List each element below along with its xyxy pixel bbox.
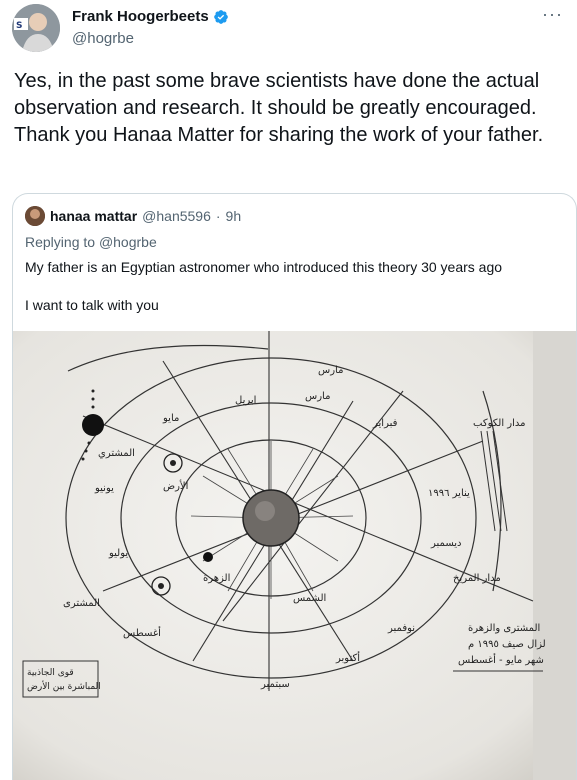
replying-to-handle[interactable]: @hogrbe — [98, 234, 157, 250]
label-planet-orbit: مدار الكوكب — [473, 418, 526, 429]
paper-edge — [533, 331, 576, 780]
more-options-icon[interactable]: ··· — [542, 4, 563, 24]
quoted-author-name[interactable]: hanaa mattar — [50, 208, 138, 224]
attached-photo[interactable]: مارس مارس ابريل مايو فبراير يونيو يناير … — [13, 331, 576, 780]
earth-planet-2 — [151, 576, 171, 596]
label-january: يناير ١٩٩٦ — [428, 488, 470, 499]
venus-planet — [203, 552, 213, 562]
label-november: نوفمبر — [387, 623, 415, 634]
label-jupiter-2: المشترى — [63, 598, 100, 609]
diagram-labels: مارس مارس ابريل مايو فبراير يونيو يناير … — [63, 365, 526, 690]
replying-to-prefix: Replying to — [25, 234, 96, 250]
note-right: المشترى والزهرة لزال صيف ١٩٩٥ م شهر مايو… — [453, 623, 546, 672]
verified-badge-icon — [213, 9, 229, 25]
dotted-trail — [81, 389, 95, 461]
middle-orbit — [120, 402, 422, 634]
label-august: أغسطس — [123, 626, 161, 639]
author-handle[interactable]: @hogrbe — [72, 30, 134, 47]
quoted-tweet-header: hanaa mattar @han5596 · 9h — [25, 206, 241, 226]
label-april: ابريل — [235, 395, 256, 406]
outer-orbit — [65, 357, 477, 679]
svg-text:لزال صيف ١٩٩٥ م: لزال صيف ١٩٩٥ م — [468, 639, 546, 650]
label-mars-orbit: مدار المريخ — [453, 573, 501, 584]
label-venus: الزهرة — [203, 573, 230, 584]
label-september: سبتمبر — [260, 679, 290, 690]
earth-planet-1 — [163, 453, 183, 473]
svg-text:المشترى والزهرة: المشترى والزهرة — [468, 623, 540, 634]
label-february: فبراير — [372, 418, 398, 429]
tweet-text: Yes, in the past some brave scientists h… — [14, 70, 544, 146]
label-sun: الشمس — [293, 593, 326, 604]
author-avatar[interactable]: S — [12, 4, 60, 52]
svg-text:شهر مايو - أغسطس: شهر مايو - أغسطس — [458, 653, 544, 666]
note-left: قوى الجاذبية المباشرة بين الأرض — [22, 660, 101, 698]
quoted-author-avatar[interactable] — [25, 206, 45, 226]
svg-text:المباشرة بين الأرض: المباشرة بين الأرض — [27, 680, 101, 692]
label-earth: الأرض — [163, 479, 188, 492]
orbital-diagram: مارس مارس ابريل مايو فبراير يونيو يناير … — [13, 331, 576, 780]
label-december: ديسمبر — [430, 538, 461, 549]
label-march-2: مارس — [305, 391, 330, 402]
jupiter-planet — [82, 414, 104, 436]
quoted-separator: · — [215, 208, 221, 224]
svg-text:S: S — [16, 21, 22, 31]
quoted-tweet[interactable]: hanaa mattar @han5596 · 9h Replying to @… — [12, 193, 577, 780]
label-october: أكتوبر — [335, 651, 360, 664]
label-may: مايو — [162, 413, 179, 424]
replying-to: Replying to @hogrbe — [25, 234, 157, 250]
author-name-row: Frank Hoogerbeets — [72, 8, 229, 25]
quoted-tweet-text-2: I want to talk with you — [25, 297, 159, 313]
quoted-timestamp[interactable]: 9h — [225, 208, 242, 224]
quoted-avatar-image — [25, 206, 45, 226]
quoted-author-handle[interactable]: @han5596 — [142, 208, 211, 224]
svg-text:قوى الجاذبية: قوى الجاذبية — [27, 668, 74, 678]
author-name[interactable]: Frank Hoogerbeets — [72, 8, 209, 25]
label-march-1: مارس — [318, 365, 343, 376]
label-jupiter: المشتري — [98, 448, 135, 459]
quoted-tweet-text: My father is an Egyptian astronomer who … — [25, 259, 503, 275]
comet-hatch — [480, 430, 508, 532]
outer-arc — [67, 344, 269, 372]
author-avatar-image: S — [12, 4, 60, 52]
paper-background — [13, 331, 576, 780]
label-june: يونيو — [94, 483, 114, 494]
label-july: يوليو — [108, 548, 128, 559]
